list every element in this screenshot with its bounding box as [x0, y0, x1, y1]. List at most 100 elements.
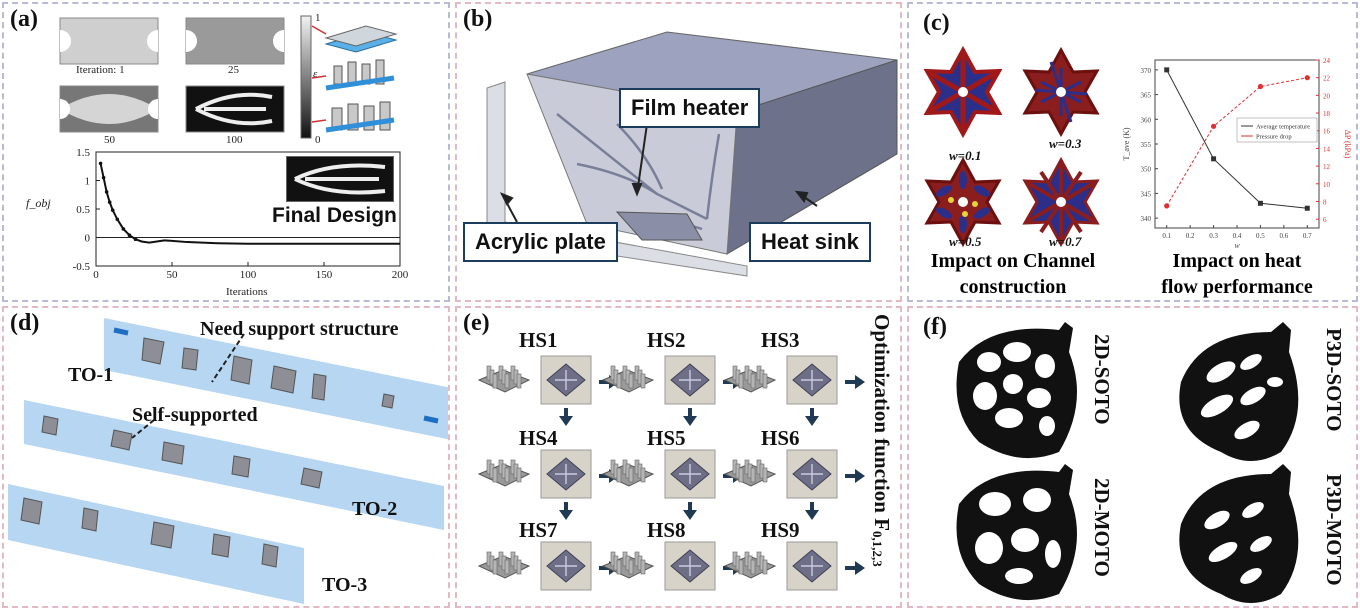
down-arrow-head: [559, 416, 573, 426]
iteration-images: [59, 15, 398, 139]
output-arrow-head: [855, 469, 865, 483]
down-arrow-head: [559, 510, 573, 520]
hs2-label: HS2: [647, 328, 686, 352]
chart-a-x-tick-label: 0: [93, 269, 99, 281]
chart-a-xlabel: Iterations: [226, 286, 268, 298]
heat-sink-render: [601, 551, 655, 579]
to1-strip: [104, 318, 448, 440]
hs1-label: HS1: [519, 328, 558, 352]
panel-e: (e) HS1 HS2 HS3 HS4 HS5 HS6 HS7 HS8 HS9 …: [455, 306, 902, 608]
chart-a-ylabel: f_obj: [26, 196, 51, 210]
chart-c-y2-tick-label: 24: [1323, 57, 1331, 65]
chart-a-x-tick-label: 50: [167, 269, 179, 281]
hs9-label: HS9: [761, 518, 800, 542]
label-2d-moto: 2D-MOTO: [1090, 478, 1114, 577]
chart-c-y-tick-label: 365: [1141, 92, 1152, 100]
panel-f-label: (f): [923, 314, 947, 340]
heat-sink-render: [477, 459, 531, 487]
chart-a-x-tick-label: 150: [316, 269, 333, 281]
optimization-function-text: Optimization function F0,1,2,3: [869, 314, 894, 567]
w-label-07: w=0.7: [1049, 234, 1082, 249]
final-design-image: [286, 156, 394, 202]
chart-c-ylabel: T_ave (K): [1122, 127, 1131, 160]
chart-a-point: [133, 237, 138, 242]
chart-c-y2label: ΔP (kPa): [1343, 130, 1352, 159]
chart-a-point: [98, 161, 103, 166]
caption-heat-line1: Impact on heat: [1172, 250, 1302, 272]
to2-strip: [24, 400, 444, 530]
chart-c-point: [1164, 203, 1170, 209]
chart-c-y2-tick-label: 8: [1323, 198, 1327, 206]
optimization-function-subscript: 0,1,2,3: [870, 531, 885, 567]
chart-c-legend-label: Pressure drop: [1256, 134, 1292, 141]
design-p3d-soto: [1179, 322, 1299, 461]
chart-c-point: [1304, 75, 1310, 81]
chart-a-point: [110, 208, 115, 212]
colorbar-symbol: ε: [313, 68, 318, 80]
panel-d-label: (d): [10, 310, 40, 336]
output-arrow-head: [855, 561, 865, 575]
star-w05: [924, 156, 1002, 248]
chart-c-y2-tick-label: 20: [1323, 92, 1331, 100]
chart-c-y2-tick-label: 12: [1323, 163, 1331, 171]
leaf-designs: [956, 322, 1299, 603]
down-arrow-head: [683, 416, 697, 426]
chart-c-point: [1211, 156, 1217, 162]
chart-a-point: [101, 175, 106, 180]
chart-a-y-tick-label: 0.5: [76, 204, 90, 216]
iteration-1-label: Iteration: 1: [76, 64, 125, 76]
w-label-03: w=0.3: [1049, 136, 1082, 151]
w-label-01: w=0.1: [949, 148, 982, 163]
chart-c-x-tick-label: 0.4: [1233, 232, 1242, 240]
chart-c-x-tick-label: 0.5: [1256, 232, 1265, 240]
chart-c-xlabel: w: [1234, 241, 1240, 250]
design-2d-moto: [956, 464, 1077, 601]
iteration-50-label: 50: [104, 134, 115, 146]
iteration-25-image: [185, 17, 285, 65]
self-supported-label: Self-supported: [132, 404, 258, 426]
caption-channel-line1: Impact on Channel: [930, 250, 1096, 272]
chart-c-x-tick-label: 0.6: [1279, 232, 1288, 240]
hs3-label: HS3: [761, 328, 800, 352]
hs5-label: HS5: [647, 426, 686, 450]
chart-c-legend-box: [1236, 117, 1318, 143]
down-arrow-head: [683, 510, 697, 520]
panel-b: (b) Film heater Acrylic plate Heat sink: [455, 2, 902, 302]
panel-e-label: (e): [463, 310, 490, 336]
heat-sink-photo: [664, 355, 716, 405]
chart-a-series-line: [99, 163, 400, 245]
chart-a-point: [127, 233, 132, 238]
chart-a-point: [104, 190, 109, 194]
caption-channel-line2: construction: [959, 276, 1067, 298]
heat-sink-photo: [664, 449, 716, 499]
design-2d-soto: [956, 322, 1077, 459]
label-p3d-moto: P3D-MOTO: [1322, 474, 1346, 586]
colorbar-bottom-label: 0: [315, 134, 321, 146]
colorbar: [300, 15, 312, 139]
need-support-label: Need support structure: [200, 318, 399, 340]
chart-c-x-tick-label: 0.1: [1162, 232, 1171, 240]
to1-label: TO-1: [68, 364, 114, 386]
chart-c-y-tick-label: 340: [1141, 215, 1152, 223]
colorbar-top-label: 1: [315, 12, 321, 24]
chart-c-series-line: [1166, 69, 1308, 209]
chart-c-point: [1257, 83, 1264, 90]
caption-channel: Impact on Channel construction: [913, 248, 1113, 300]
final-design-label: Final Design: [272, 204, 397, 227]
chart-c-series-line: [1166, 77, 1308, 207]
hs8-label: HS8: [647, 518, 686, 542]
iteration-25-label: 25: [228, 64, 239, 76]
acrylic-plate-label: Acrylic plate: [463, 222, 618, 262]
panel-c-label: (c): [923, 10, 950, 36]
chart-c-y2-tick-label: 16: [1323, 128, 1331, 136]
chart-c-y2-tick-label: 22: [1323, 75, 1331, 83]
heat-sink-render: [723, 459, 777, 487]
chart-c-y-tick-label: 345: [1141, 190, 1152, 198]
heat-sink-render: [723, 551, 777, 579]
w-label-05: w=0.5: [949, 234, 982, 249]
chart-a-x-tick-label: 200: [392, 269, 409, 281]
chart-c-y-tick-label: 370: [1141, 67, 1152, 75]
heat-sink-render: [477, 551, 531, 579]
chart-c-frame: [1154, 59, 1320, 229]
